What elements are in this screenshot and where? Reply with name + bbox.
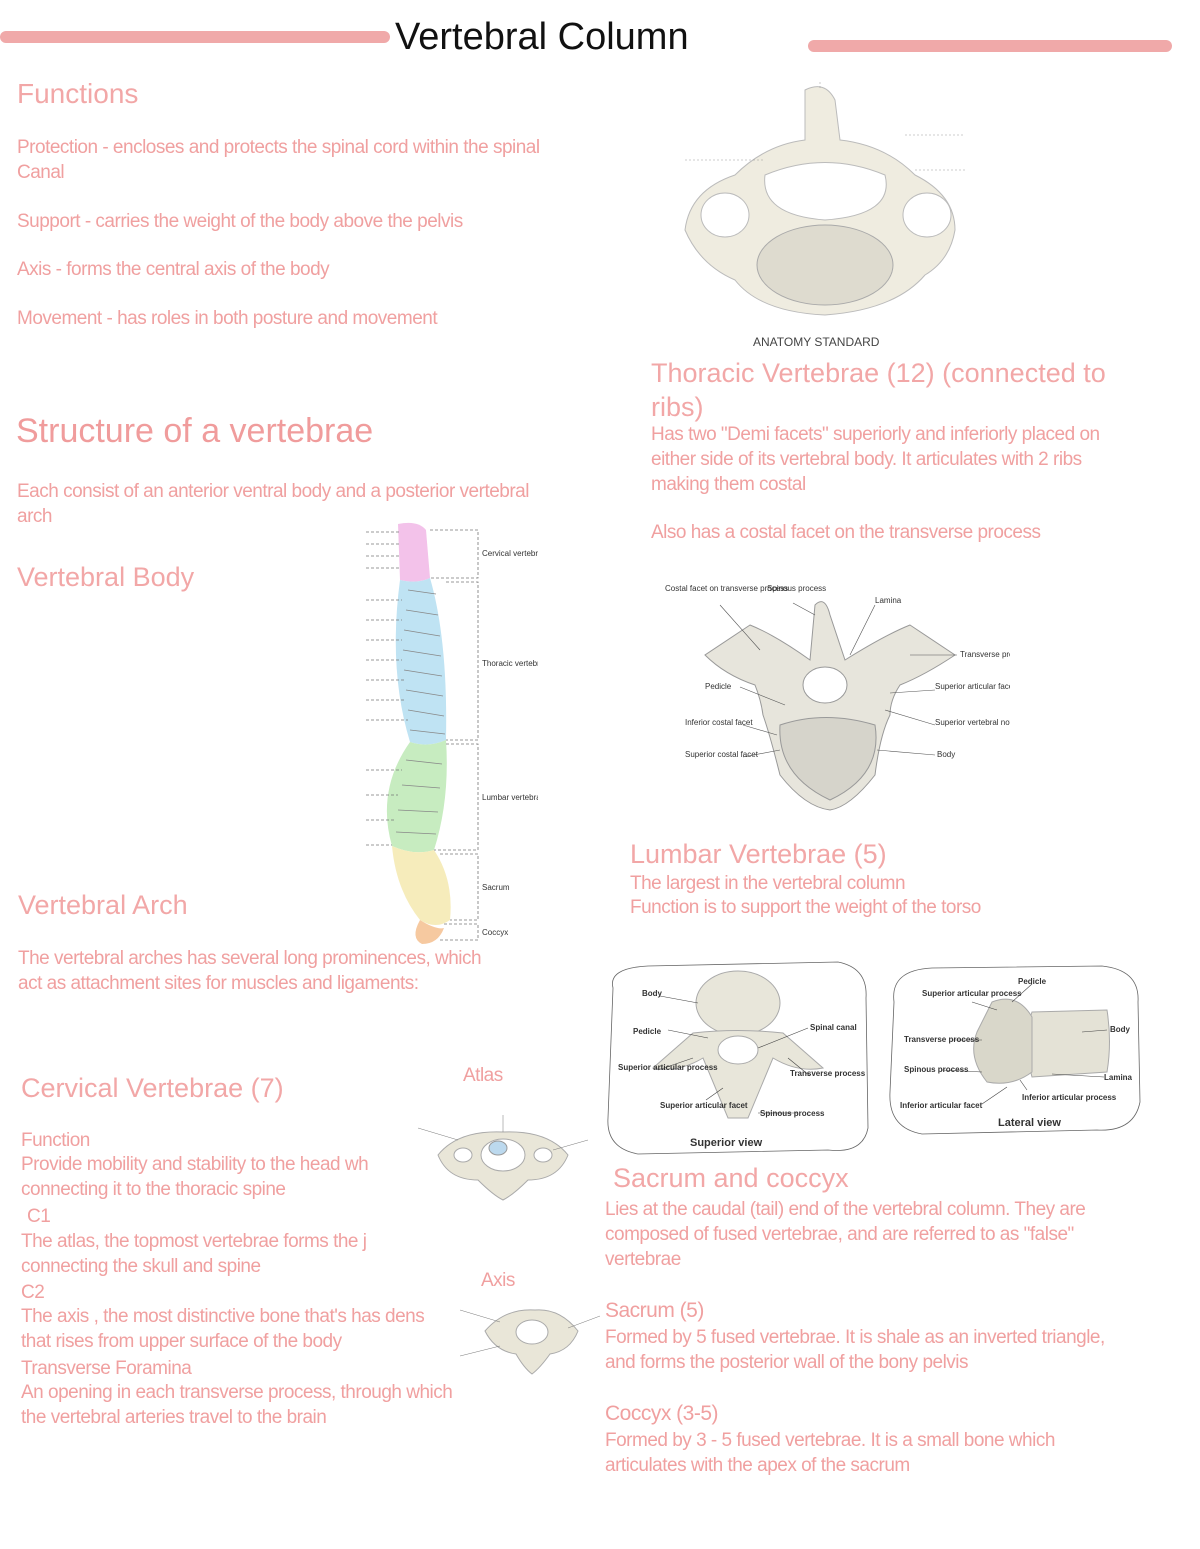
c1-label: C1 — [27, 1206, 51, 1227]
title-bar-left — [0, 31, 390, 43]
thoracic-text-1: Has two "Demi facets" superiorly and inf… — [651, 424, 1100, 495]
atlas-figure — [418, 1115, 588, 1201]
title-bar-right — [808, 40, 1172, 52]
thoracic-label-sup-art: Superior articular facet — [935, 682, 1010, 691]
vertebral-arch-heading: Vertebral Arch — [18, 890, 188, 920]
thoracic-heading: Thoracic Vertebrae (12) (connected to ri… — [651, 358, 1106, 422]
thoracic-label-spinous: Spinous process — [767, 584, 826, 593]
lumbar-sup-spinal-canal: Spinal canal — [810, 1023, 857, 1032]
page-title: Vertebral Column — [395, 16, 689, 58]
lumbar-lat-inf-process: Inferior articular process — [1022, 1093, 1117, 1102]
spine-label-sacrum: Sacrum — [482, 883, 510, 892]
spine-label-lumbar: Lumbar vertebrae — [482, 793, 538, 802]
lumbar-lat-transverse: Transverse process — [904, 1035, 980, 1044]
sacrum-coccyx-text: Lies at the caudal (tail) end of the ver… — [605, 1199, 1086, 1270]
lumbar-sup-transverse: Transverse process — [790, 1069, 866, 1078]
axis-figure — [460, 1309, 600, 1375]
thoracic-label-sup-notch: Superior vertebral notch — [935, 718, 1010, 727]
transverse-foramina-label: Transverse Foramina — [21, 1358, 192, 1379]
spine-lateral-figure: Cervical vertebrae Thoracic vertebrae Lu… — [366, 522, 538, 944]
lumbar-sup-sup-facet: Superior articular facet — [660, 1101, 748, 1110]
structure-intro: Each consist of an anterior ventral body… — [17, 481, 529, 527]
thoracic-text-2: Also has a costal facet on the transvers… — [651, 522, 1041, 543]
lumbar-lat-spinous: Spinous process — [904, 1065, 969, 1074]
cervical-heading: Cervical Vertebrae (7) — [21, 1073, 284, 1103]
thoracic-label-inf-costal: Inferior costal facet — [685, 718, 753, 727]
lumbar-line-1: The largest in the vertebral column — [630, 873, 906, 894]
thoracic-labeled-figure: Costal facet on transverse process Spino… — [665, 584, 1010, 811]
thoracic-label-pedicle: Pedicle — [705, 682, 732, 691]
function-item: Movement - has roles in both posture and… — [17, 308, 438, 329]
thoracic-label-lamina: Lamina — [875, 596, 902, 605]
thoracic-label-body: Body — [937, 750, 955, 759]
spine-region-coccyx — [415, 920, 444, 944]
lumbar-sup-body: Body — [642, 989, 663, 998]
spine-region-thoracic — [395, 578, 447, 745]
c2-text: The axis , the most distinctive bone tha… — [21, 1306, 425, 1352]
lumbar-superior-figure: Body Pedicle Spinal canal Superior artic… — [607, 961, 869, 1155]
lumbar-lat-sup-art: Superior articular process — [922, 989, 1022, 998]
spine-label-coccyx: Coccyx — [482, 928, 508, 937]
function-item: Support - carries the weight of the body… — [17, 211, 463, 232]
spine-region-cervical — [398, 522, 430, 582]
sacrum-coccyx-heading: Sacrum and coccyx — [613, 1163, 849, 1193]
functions-heading: Functions — [17, 78, 139, 109]
spine-region-sacrum — [392, 846, 451, 925]
lumbar-line-2: Function is to support the weight of the… — [630, 897, 981, 918]
atlas-caption: Atlas — [463, 1065, 503, 1086]
thoracic-figure-credit: ANATOMY STANDARD — [753, 335, 880, 349]
structure-heading: Structure of a vertebrae — [16, 412, 374, 450]
cervical-function-text: Provide mobility and stability to the he… — [21, 1154, 369, 1200]
thoracic-superior-figure: ANATOMY STANDARD — [684, 80, 965, 349]
coccyx-heading: Coccyx (3-5) — [605, 1402, 719, 1425]
lumbar-sup-view: Superior view — [690, 1137, 763, 1149]
lumbar-sup-spinous: Spinous process — [760, 1109, 825, 1118]
coccyx-text: Formed by 3 - 5 fused vertebrae. It is a… — [605, 1430, 1055, 1476]
vertebral-body-heading: Vertebral Body — [17, 562, 195, 592]
spine-label-thoracic: Thoracic vertebrae — [482, 659, 538, 668]
sacrum-text: Formed by 5 fused vertebrae. It is shale… — [605, 1327, 1105, 1373]
lumbar-lat-inf-facet: Inferior articular facet — [900, 1101, 983, 1110]
c2-label: C2 — [21, 1282, 45, 1303]
function-item: Axis - forms the central axis of the bod… — [17, 259, 330, 280]
lumbar-heading: Lumbar Vertebrae (5) — [630, 839, 887, 869]
thoracic-label-transverse: Transverse process — [960, 650, 1010, 659]
spine-label-cervical: Cervical vertebrae — [482, 549, 538, 558]
transverse-foramina-text: An opening in each transverse process, t… — [21, 1382, 453, 1428]
sacrum-heading: Sacrum (5) — [605, 1299, 704, 1322]
lumbar-sup-pedicle: Pedicle — [633, 1027, 662, 1036]
thoracic-label-sup-costal: Superior costal facet — [685, 750, 759, 759]
lumbar-sup-sup-art: Superior articular process — [618, 1063, 718, 1072]
lumbar-lateral-figure: Superior articular process Pedicle Body … — [889, 965, 1141, 1135]
thoracic-label-costal-facet-tp: Costal facet on transverse process — [665, 584, 788, 593]
lumbar-lat-lamina: Lamina — [1104, 1073, 1133, 1082]
lumbar-lat-view: Lateral view — [998, 1117, 1061, 1129]
vertebral-arch-text: The vertebral arches has several long pr… — [18, 948, 482, 994]
lumbar-lat-pedicle: Pedicle — [1018, 977, 1047, 986]
c1-text: The atlas, the topmost vertebrae forms t… — [21, 1231, 367, 1277]
cervical-function-label: Function — [21, 1130, 90, 1151]
function-item: Protection - encloses and protects the s… — [17, 137, 540, 183]
spine-region-lumbar — [386, 740, 447, 853]
lumbar-lat-body: Body — [1110, 1025, 1131, 1034]
axis-caption: Axis — [481, 1270, 515, 1291]
